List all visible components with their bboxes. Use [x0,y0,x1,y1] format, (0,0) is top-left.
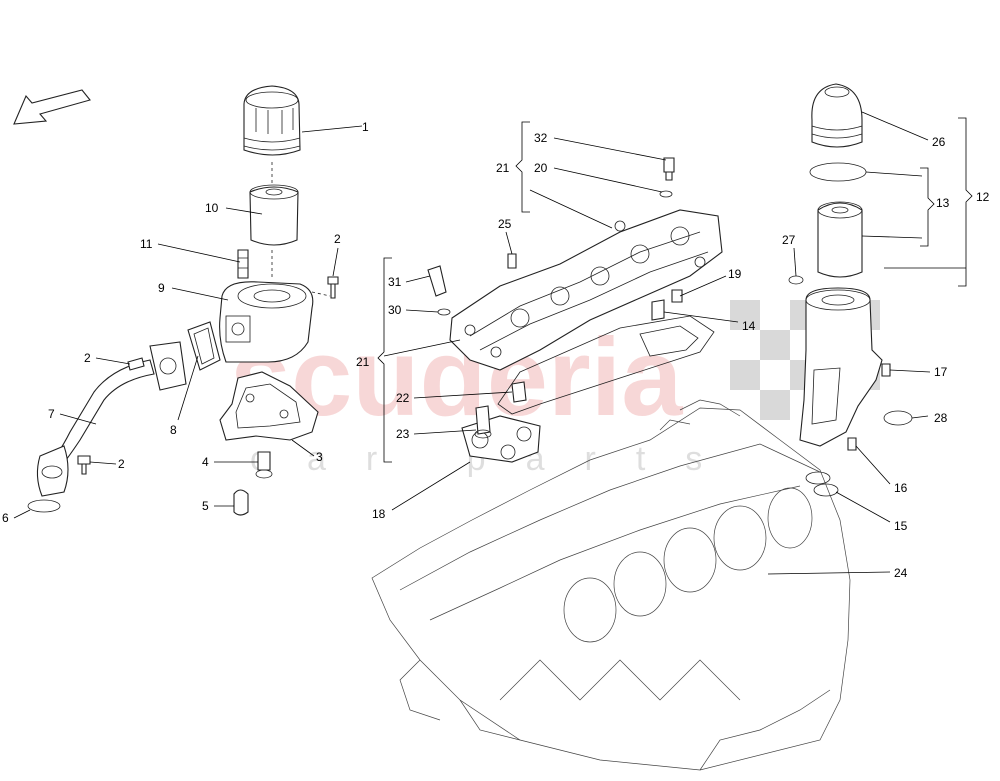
callout-21b: 21 [356,355,370,369]
callout-4: 4 [202,455,209,469]
part-filter-element [249,184,299,246]
part-oring-20 [659,190,673,198]
part-orings-15 [805,471,839,497]
callout-8: 8 [170,423,177,437]
callout-14: 14 [742,319,756,333]
part-gasket-14 [497,315,715,415]
callout-2a: 2 [334,232,341,246]
callout-26: 26 [932,135,946,149]
part-oring-28 [883,410,913,426]
part-valve-cover [449,209,723,371]
part-filter-housing [219,281,331,363]
callout-31: 31 [388,275,402,289]
part-oil-pipe [36,341,187,497]
part-oring-6 [27,499,61,513]
part-sensor-4 [255,451,273,479]
bracket-12 [958,117,973,287]
callout-23: 23 [396,427,410,441]
callout-20: 20 [534,161,548,175]
callout-2b: 2 [84,351,91,365]
part-pin-16 [847,437,857,451]
callout-labels: 1 10 11 2 9 2 7 8 2 6 3 4 5 32 20 21 25 … [2,120,990,580]
callout-3: 3 [316,450,323,464]
part-sensor-31 [427,265,447,297]
callout-16: 16 [894,481,908,495]
part-oring-13a [809,162,867,182]
bracket-13 [920,167,935,247]
part-oil-filter-cap [243,85,301,156]
part-bolt-2b [127,357,145,371]
callout-10: 10 [205,201,219,215]
part-filter-module [799,287,883,447]
callout-17: 17 [934,365,948,379]
callout-22: 22 [396,391,410,405]
part-oring-27 [788,275,804,285]
part-engine-block [371,399,851,771]
part-gasket-8 [187,321,221,371]
part-sensor-19 [651,289,683,321]
callout-7: 7 [48,407,55,421]
callout-5: 5 [202,499,209,513]
callout-11: 11 [140,237,153,251]
part-plate-3 [219,371,319,441]
callout-6: 6 [2,511,9,525]
callout-27: 27 [782,233,796,247]
bracket-21-top [515,121,530,213]
part-oring-30 [437,308,451,316]
callout-2c: 2 [118,457,125,471]
callout-19: 19 [728,267,742,281]
callout-15: 15 [894,519,908,533]
callout-13: 13 [936,196,950,210]
callout-30: 30 [388,303,402,317]
part-sensor-23 [474,405,492,439]
part-sensor-22 [511,381,527,403]
callout-32: 32 [534,131,548,145]
direction-arrow-icon [13,89,91,125]
callout-28: 28 [934,411,948,425]
callout-24: 24 [894,566,908,580]
bracket-21-left [377,257,392,463]
part-filter-cap-26 [811,83,863,148]
callout-25: 25 [498,217,512,231]
part-sensor-32 [663,157,675,181]
leader-lines [13,111,966,575]
callout-9: 9 [158,281,165,295]
part-bolt-25 [507,253,517,269]
part-plug-5 [233,489,249,516]
part-bolt-2a [327,276,339,299]
part-tube-11 [237,249,249,279]
callout-1: 1 [362,120,369,134]
callout-18: 18 [372,507,386,521]
part-bolt-2c [77,455,91,475]
callout-12: 12 [976,190,990,204]
part-bolt-17 [881,363,891,377]
part-filter-element-13 [817,201,863,278]
callout-21a: 21 [496,161,510,175]
